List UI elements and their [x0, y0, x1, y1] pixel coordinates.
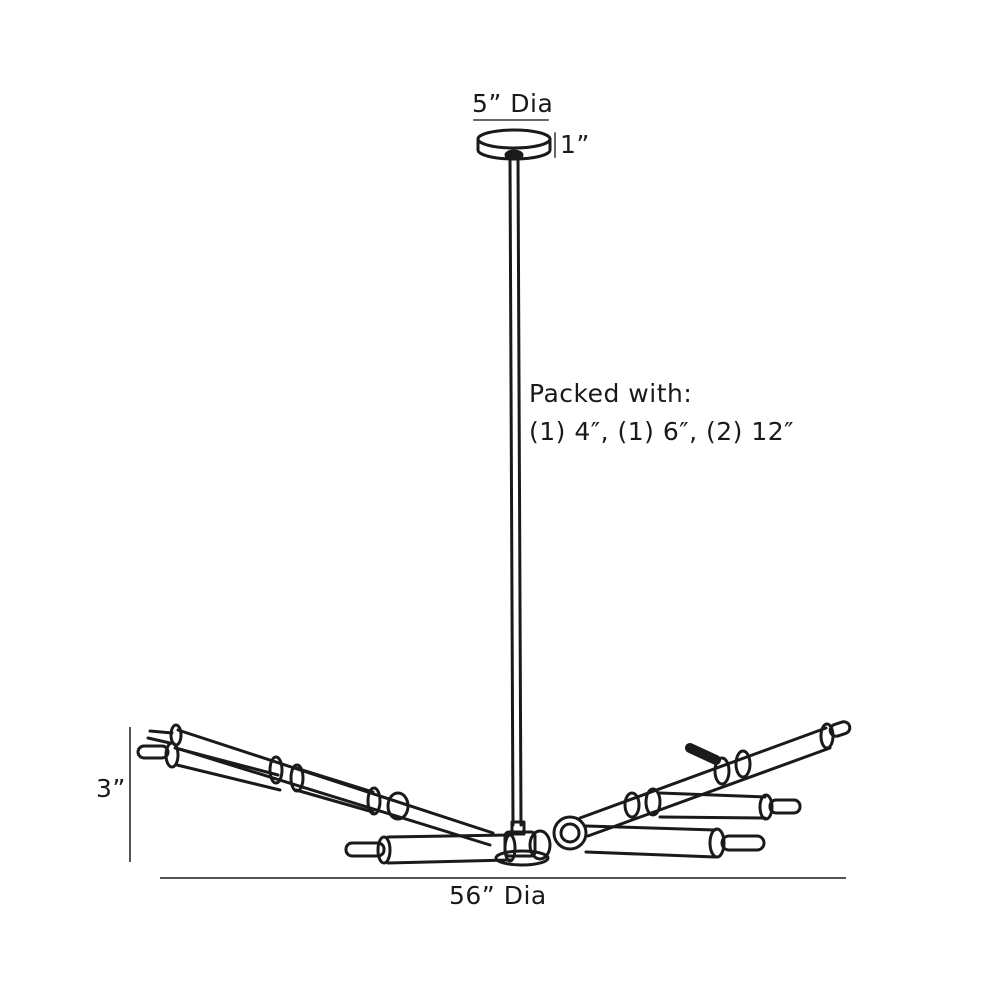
- arm-left-lower: [344, 833, 517, 865]
- packed-with-label: Packed with:: [529, 379, 693, 408]
- fixture-height-label: 3”: [96, 774, 126, 803]
- arm-right-middle: [623, 787, 802, 821]
- fixture-diameter-label: 56” Dia: [449, 881, 547, 910]
- canopy-height-label: 1”: [560, 130, 590, 159]
- canopy-diameter-label: 5” Dia: [472, 89, 554, 118]
- downrod-sizes-label: (1) 4″, (1) 6″, (2) 12″: [529, 417, 795, 446]
- arm-right-lower: [528, 815, 766, 861]
- downrod: [508, 156, 526, 836]
- arm-right-upper: [578, 720, 852, 838]
- arm-left-upper: [136, 723, 495, 847]
- canopy: [476, 128, 552, 161]
